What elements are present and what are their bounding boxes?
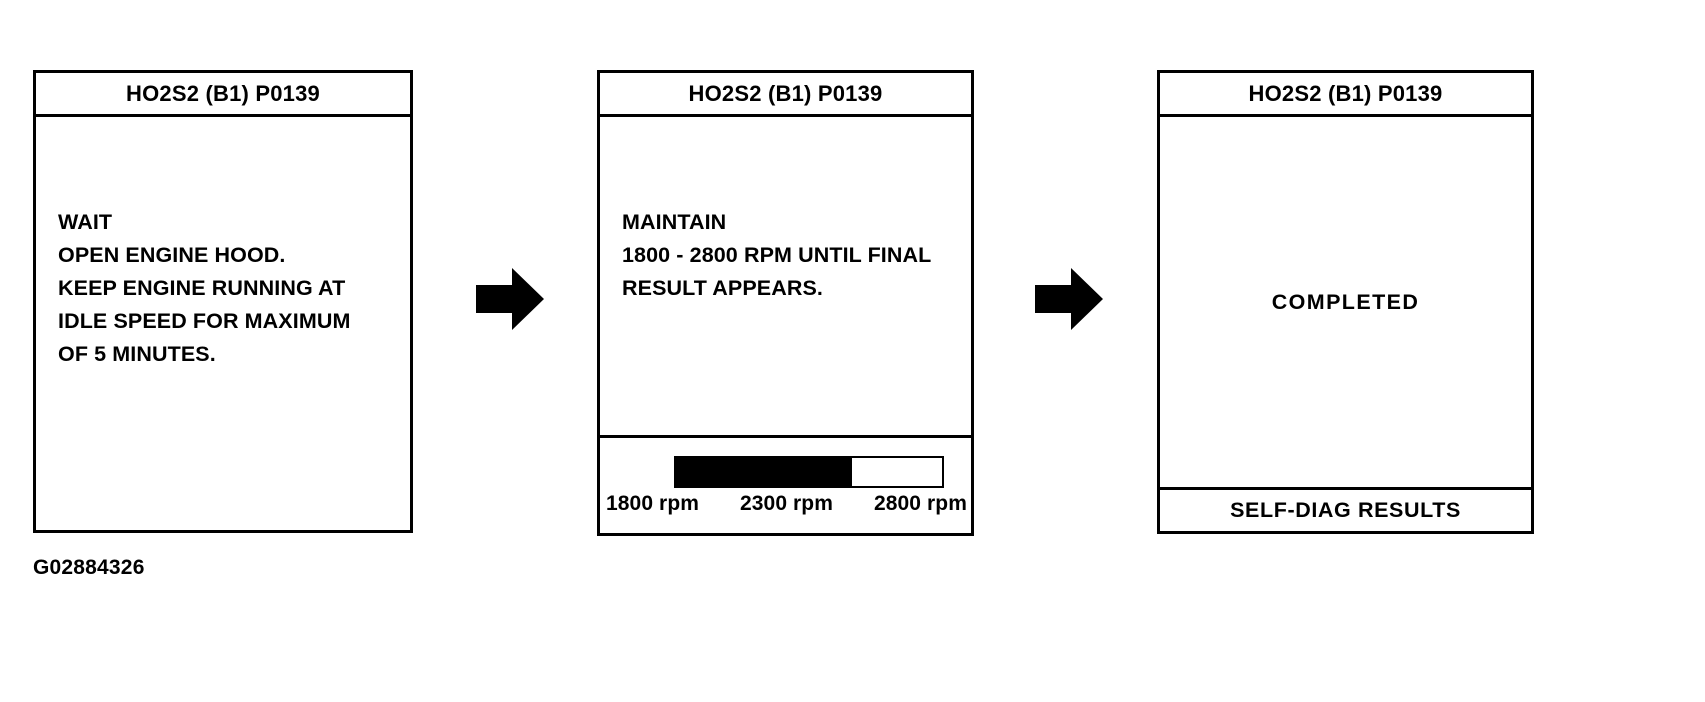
instruction-line: WAIT <box>58 210 113 234</box>
self-diag-results-label: SELF-DIAG RESULTS <box>1230 498 1461 522</box>
screen-body-2: MAINTAIN 1800 - 2800 RPM UNTIL FINAL RES… <box>600 117 971 435</box>
instruction-line: IDLE SPEED FOR MAXIMUM <box>58 309 351 333</box>
rpm-tick-min: 1800 rpm <box>606 492 700 515</box>
scan-tool-screen-2: HO2S2 (B1) P0139 MAINTAIN 1800 - 2800 RP… <box>597 70 974 536</box>
instruction-line: OF 5 MINUTES. <box>58 342 216 366</box>
rpm-tick-mid: 2300 rpm <box>739 492 834 515</box>
screen-footer-3: SELF-DIAG RESULTS <box>1160 487 1531 531</box>
status-text: COMPLETED <box>1271 289 1420 314</box>
screen-footer-2: 1800 rpm 2300 rpm 2800 rpm <box>600 435 971 533</box>
rpm-gauge-fill <box>676 458 852 486</box>
scan-tool-screen-1: HO2S2 (B1) P0139 WAIT OPEN ENGINE HOOD. … <box>33 70 413 533</box>
screen-header-2: HO2S2 (B1) P0139 <box>600 73 971 117</box>
instruction-block-1: WAIT OPEN ENGINE HOOD. KEEP ENGINE RUNNI… <box>58 206 402 371</box>
status-block-3: COMPLETED <box>1160 117 1531 487</box>
instruction-block-2: MAINTAIN 1800 - 2800 RPM UNTIL FINAL RES… <box>622 206 963 305</box>
figure-caption: G02884326 <box>33 556 145 579</box>
screen-body-1: WAIT OPEN ENGINE HOOD. KEEP ENGINE RUNNI… <box>36 117 410 530</box>
screen-header-3: HO2S2 (B1) P0139 <box>1160 73 1531 117</box>
right-arrow-icon <box>1035 265 1103 333</box>
screen-body-3: COMPLETED <box>1160 117 1531 487</box>
screen-title-1: HO2S2 (B1) P0139 <box>126 80 320 106</box>
instruction-line: KEEP ENGINE RUNNING AT <box>58 276 346 300</box>
screen-title-3: HO2S2 (B1) P0139 <box>1248 80 1443 106</box>
scan-tool-screen-3: HO2S2 (B1) P0139 COMPLETED SELF-DIAG RES… <box>1157 70 1534 534</box>
instruction-line: RESULT APPEARS. <box>622 276 823 300</box>
right-arrow-icon <box>476 265 544 333</box>
screen-header-1: HO2S2 (B1) P0139 <box>36 73 410 117</box>
rpm-gauge-track <box>674 456 944 488</box>
screen-title-2: HO2S2 (B1) P0139 <box>688 80 883 106</box>
rpm-tick-max: 2800 rpm <box>873 492 967 515</box>
rpm-gauge-scale: 1800 rpm 2300 rpm 2800 rpm <box>606 492 967 516</box>
instruction-line: OPEN ENGINE HOOD. <box>58 243 286 267</box>
rpm-gauge: 1800 rpm 2300 rpm 2800 rpm <box>600 438 971 533</box>
instruction-line: 1800 - 2800 RPM UNTIL FINAL <box>622 243 932 267</box>
instruction-line: MAINTAIN <box>622 210 727 234</box>
